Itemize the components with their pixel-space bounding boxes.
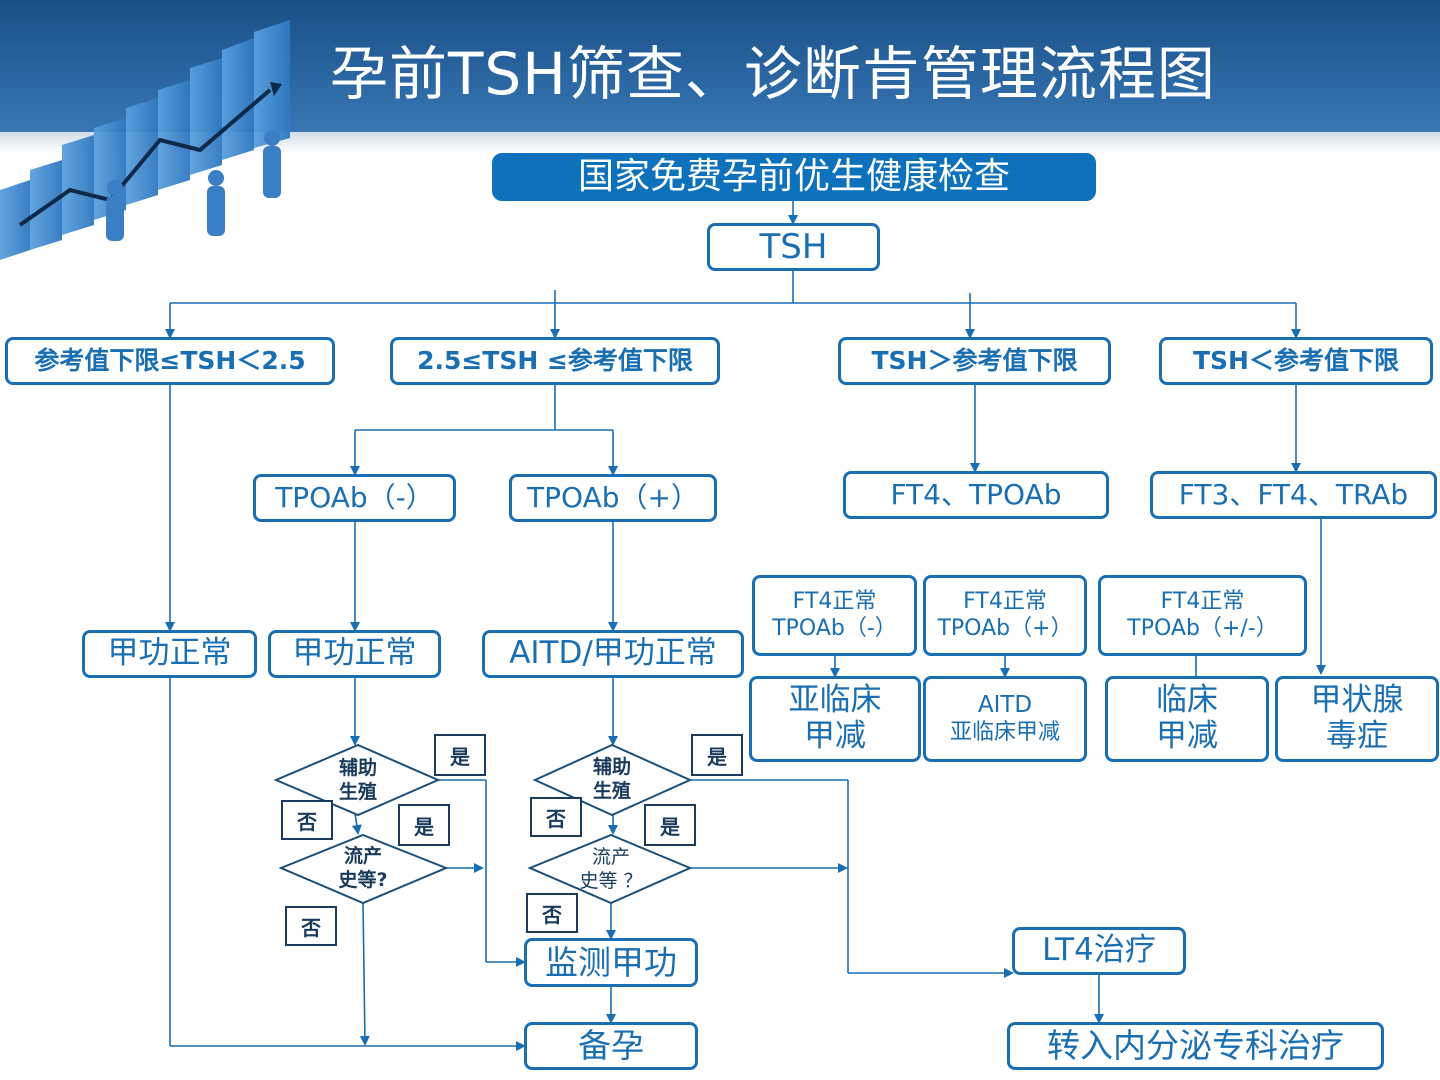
node-thyrotoxicosis-line2: 毒症 (1326, 718, 1388, 754)
decision-assisted-reproduction-left-line2: 生殖 (338, 780, 377, 803)
tag-yes-abort-left: 是 (398, 804, 450, 846)
node-subclinical-hypo-line2: 甲减 (804, 718, 866, 754)
node-thyrotoxicosis: 甲状腺毒症 (1275, 676, 1439, 762)
node-normal-2: 甲功正常 (268, 630, 441, 678)
node-ft4-tpoab: FT4、TPOAb (843, 471, 1109, 519)
node-range-4: TSH＜参考值下限 (1159, 337, 1433, 385)
tag-no-abort-left: 否 (285, 906, 337, 946)
node-clinical-hypo: 临床甲减 (1105, 676, 1269, 762)
node-ft4-normal-tpoab-any-line2: TPOAb（+/-） (1127, 615, 1278, 641)
node-aitd-normal-label: AITD/甲功正常 (509, 635, 717, 672)
decision-miscarriage-history-left (278, 833, 449, 905)
decision-miscarriage-history-left-line2: 史等? (338, 868, 388, 891)
decision-miscarriage-history-right (527, 833, 693, 905)
header-band (0, 132, 1440, 154)
node-tpoab-positive-label: TPOAb（+） (527, 481, 699, 515)
tag-yes-abort-right: 是 (644, 804, 696, 846)
decision-assisted-reproduction-left (273, 743, 441, 817)
tag-no-abort-right: 否 (526, 893, 578, 933)
node-range-2-label: 2.5≤TSH ≤参考值下限 (417, 346, 693, 375)
node-monitor-thyroid: 监测甲功 (524, 938, 698, 987)
node-aitd-subclinical-hypo-line2: 亚临床甲减 (949, 719, 1060, 745)
node-normal-2-label: 甲功正常 (292, 635, 417, 672)
node-ft4-normal-tpoab-neg-line2: TPOAb（-） (772, 615, 897, 641)
node-ft4-normal-tpoab-neg-line1: FT4正常 (792, 589, 877, 615)
node-range-4-label: TSH＜参考值下限 (1193, 346, 1399, 375)
tag-yes-assist-right: 是 (691, 734, 743, 776)
node-ft4-tpoab-label: FT4、TPOAb (890, 478, 1062, 512)
node-ft4-normal-tpoab-any-line1: FT4正常 (1160, 589, 1245, 615)
node-range-1-label: 参考值下限≤TSH＜2.5 (34, 346, 306, 375)
node-aitd-subclinical-hypo-line1: AITD (977, 692, 1033, 718)
node-lt4-treatment: LT4治疗 (1012, 927, 1186, 975)
node-subclinical-hypo: 亚临床甲减 (749, 676, 921, 762)
decision-assisted-reproduction-right-line1: 辅助 (592, 756, 631, 778)
node-range-2: 2.5≤TSH ≤参考值下限 (390, 337, 720, 385)
decision-miscarriage-history-left-line1: 流产 (343, 845, 382, 867)
node-ft3-ft4-trab: FT3、FT4、TRAb (1150, 471, 1437, 519)
decision-miscarriage-history-right-line2: 史等 ？ (579, 869, 643, 892)
decision-assisted-reproduction-left-label: 辅助生殖 (318, 757, 398, 805)
node-normal-1-label: 甲功正常 (107, 635, 232, 672)
decision-miscarriage-history-left-label: 流产史等? (321, 845, 405, 893)
node-tsh-label: TSH (759, 226, 828, 267)
node-range-3: TSH＞参考值下限 (838, 337, 1111, 385)
node-clinical-hypo-line2: 甲减 (1156, 718, 1218, 754)
decision-miscarriage-history-right-label: 流产史等 ？ (566, 846, 656, 894)
node-free-checkup-label: 国家免费孕前优生健康检查 (577, 156, 1010, 198)
node-lt4-treatment-label: LT4治疗 (1042, 932, 1156, 969)
node-ft4-normal-tpoab-pos-line1: FT4正常 (963, 589, 1047, 615)
page-title: 孕前TSH筛查、诊断肯管理流程图 (330, 40, 1216, 108)
tag-no-assist-right: 否 (530, 797, 582, 837)
decision-assisted-reproduction-right-label: 辅助生殖 (572, 756, 652, 804)
node-tpoab-negative: TPOAb（-） (253, 474, 456, 522)
decision-assisted-reproduction-left-line1: 辅助 (338, 757, 377, 779)
business-growth-illustration (0, 20, 290, 260)
node-tsh: TSH (707, 223, 880, 271)
node-monitor-thyroid-label: 监测甲功 (545, 942, 677, 982)
node-ft4-normal-tpoab-pos-line2: TPOAb（+） (937, 615, 1073, 641)
decision-assisted-reproduction-right-line2: 生殖 (592, 779, 631, 802)
node-prepare-pregnancy-label: 备孕 (578, 1026, 644, 1066)
tag-yes-assist-left: 是 (434, 734, 486, 776)
node-refer-endocrinology: 转入内分泌专科治疗 (1007, 1022, 1384, 1070)
node-refer-endocrinology-label: 转入内分泌专科治疗 (1047, 1026, 1344, 1066)
node-normal-1: 甲功正常 (82, 630, 257, 678)
node-thyrotoxicosis-line1: 甲状腺 (1310, 682, 1404, 719)
node-tpoab-positive: TPOAb（+） (509, 474, 717, 522)
node-range-3-label: TSH＞参考值下限 (871, 346, 1078, 375)
node-free-checkup: 国家免费孕前优生健康检查 (492, 153, 1096, 201)
node-range-1: 参考值下限≤TSH＜2.5 (5, 337, 335, 385)
decision-miscarriage-history-right-line1: 流产 (591, 846, 630, 868)
node-aitd-normal: AITD/甲功正常 (482, 630, 744, 678)
node-ft3-ft4-trab-label: FT3、FT4、TRAb (1178, 478, 1409, 512)
node-prepare-pregnancy: 备孕 (524, 1022, 698, 1070)
node-subclinical-hypo-line1: 亚临床 (788, 682, 882, 719)
node-tpoab-negative-label: TPOAb（-） (275, 481, 434, 515)
tag-no-assist-left: 否 (281, 800, 333, 840)
node-clinical-hypo-line1: 临床 (1156, 682, 1218, 719)
